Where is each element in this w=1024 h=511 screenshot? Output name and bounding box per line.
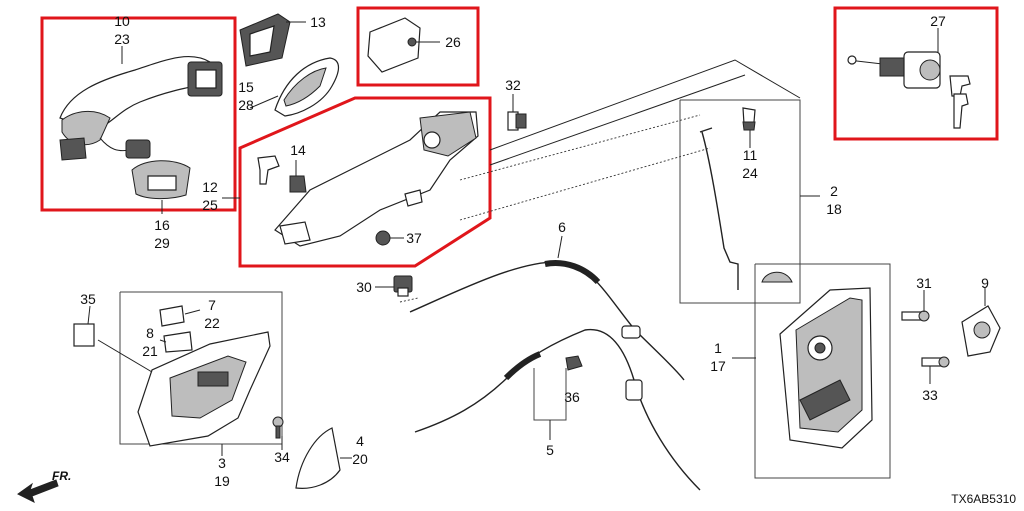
screw-14 bbox=[257, 155, 280, 185]
diagram-code: TX6AB5310 bbox=[951, 492, 1016, 506]
clip-7 bbox=[159, 305, 185, 327]
clip-30 bbox=[393, 275, 413, 297]
callout-17: 17 bbox=[710, 358, 726, 374]
cable-5-end-dashed bbox=[399, 297, 419, 303]
handle-cap-15 bbox=[274, 57, 340, 117]
link-rod-dashed-1 bbox=[459, 114, 701, 181]
callout-4: 4 bbox=[356, 433, 364, 449]
handle-cover-16 bbox=[131, 160, 191, 200]
bolt-32 bbox=[507, 111, 527, 131]
inner-door-handle bbox=[137, 331, 271, 447]
lock-rod bbox=[701, 131, 739, 290]
callout-6: 6 bbox=[558, 219, 566, 235]
callout-3: 3 bbox=[218, 455, 226, 471]
cable-5 bbox=[414, 328, 701, 491]
cable-5-sheath bbox=[503, 351, 542, 381]
cable-6 bbox=[409, 261, 685, 381]
callout-11: 11 bbox=[743, 147, 758, 163]
cable-6-fitting bbox=[621, 325, 641, 339]
callout-34: 34 bbox=[274, 449, 290, 465]
highlight-cylinder-frame bbox=[833, 6, 999, 141]
key-cylinder-27 bbox=[847, 51, 971, 129]
link-rod-lower bbox=[489, 74, 746, 166]
callout-27: 27 bbox=[930, 13, 946, 29]
outer-door-handle bbox=[59, 55, 223, 161]
callout-23: 23 bbox=[114, 31, 130, 47]
callout-24: 24 bbox=[742, 165, 758, 181]
link-rod-upper bbox=[489, 59, 801, 151]
callout-32: 32 bbox=[505, 77, 521, 93]
callout-31: 31 bbox=[916, 275, 932, 291]
clip-14b bbox=[289, 175, 307, 193]
callout-labels: 10 23 13 26 27 15 28 32 14 12 25 16 29 1… bbox=[80, 13, 989, 489]
bolt-33 bbox=[921, 356, 950, 368]
callout-28: 28 bbox=[238, 97, 254, 113]
callout-16: 16 bbox=[154, 217, 170, 233]
callout-1: 1 bbox=[714, 340, 722, 356]
link-rod-dashed-2 bbox=[459, 147, 711, 221]
clip-8 bbox=[163, 331, 193, 353]
clip-36 bbox=[565, 355, 583, 371]
callout-37: 37 bbox=[406, 230, 422, 246]
rod-clip-11 bbox=[742, 107, 756, 131]
rod-hook bbox=[699, 127, 713, 133]
cable-6-sheath bbox=[544, 260, 601, 285]
highlight-outer-handle-frame bbox=[40, 16, 237, 212]
callout-22: 22 bbox=[204, 315, 220, 331]
leader-lines bbox=[87, 21, 986, 459]
callout-33: 33 bbox=[922, 387, 938, 403]
nut-37 bbox=[375, 230, 391, 246]
callout-13: 13 bbox=[310, 14, 326, 30]
callout-9: 9 bbox=[981, 275, 989, 291]
callout-2: 2 bbox=[830, 183, 838, 199]
callout-8: 8 bbox=[146, 325, 154, 341]
callout-29: 29 bbox=[154, 235, 170, 251]
callout-25: 25 bbox=[202, 197, 218, 213]
highlight-emblem-cover-frame bbox=[356, 6, 480, 87]
direction-label: FR. bbox=[52, 469, 71, 483]
callout-18: 18 bbox=[826, 201, 842, 217]
cable-5-fitting bbox=[625, 379, 643, 401]
outer-handle-base bbox=[274, 111, 479, 247]
callout-12: 12 bbox=[202, 179, 218, 195]
callout-15: 15 bbox=[238, 79, 254, 95]
front-direction-arrow: FR. bbox=[17, 469, 71, 503]
callout-10: 10 bbox=[114, 13, 130, 29]
grommet bbox=[761, 271, 793, 283]
callout-19: 19 bbox=[214, 473, 230, 489]
callout-7: 7 bbox=[208, 297, 216, 313]
emblem-cover-26 bbox=[367, 17, 421, 73]
bolt-31 bbox=[901, 310, 930, 322]
highlight-handle-base-frame bbox=[238, 96, 492, 268]
callout-35: 35 bbox=[80, 291, 96, 307]
callout-21: 21 bbox=[142, 343, 158, 359]
callout-14: 14 bbox=[290, 142, 306, 158]
callout-26: 26 bbox=[445, 34, 461, 50]
striker-9 bbox=[961, 305, 1001, 357]
handle-cap-13 bbox=[239, 13, 291, 67]
rod-frame-2-18 bbox=[679, 99, 801, 304]
callout-36: 36 bbox=[564, 389, 580, 405]
callout-5: 5 bbox=[546, 442, 554, 458]
trim-cover-4 bbox=[295, 427, 341, 489]
screw-34 bbox=[272, 416, 284, 439]
clip-35 bbox=[73, 323, 95, 347]
door-lock-actuator bbox=[779, 287, 873, 449]
callout-20: 20 bbox=[352, 451, 368, 467]
callout-30: 30 bbox=[356, 279, 372, 295]
lock-frame bbox=[754, 263, 891, 479]
